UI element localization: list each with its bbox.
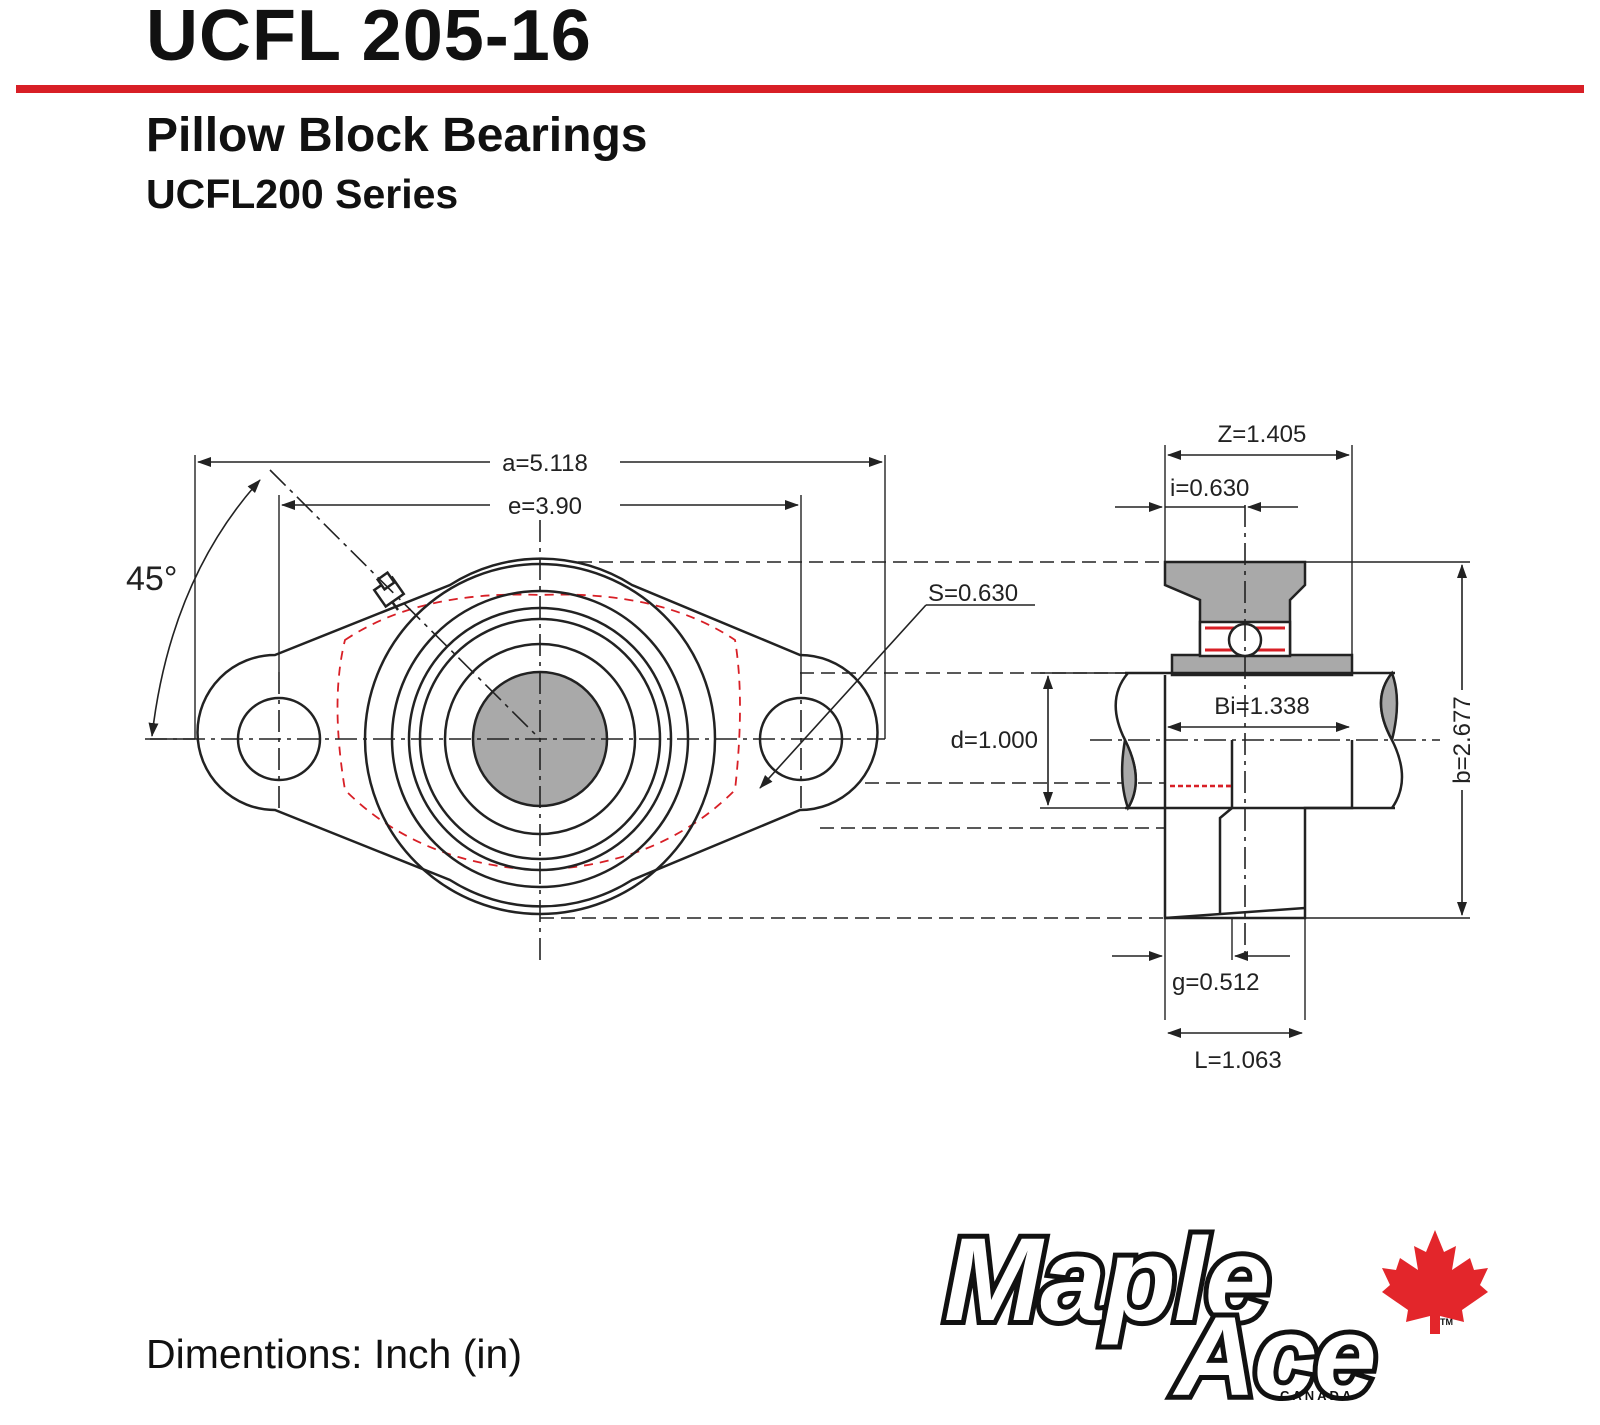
dim-g-label: g=0.512 [1172, 969, 1259, 996]
dim-d: d=1.000 [951, 672, 1165, 809]
dim-L: L=1.063 [1167, 1028, 1303, 1074]
units-note: Dimentions: Inch (in) [146, 1331, 522, 1377]
dim-Bi-label: Bi=1.338 [1214, 693, 1309, 720]
housing-top-section [1163, 560, 1354, 677]
hidden-housing-outline [336, 593, 741, 871]
dim-i-label: i=0.630 [1170, 475, 1249, 502]
dim-Bi: Bi=1.338 [1167, 693, 1350, 732]
product-series: UCFL200 Series [146, 171, 459, 217]
dim-angle: 45° [126, 479, 261, 737]
dim-e: e=3.90 [281, 493, 799, 520]
page-title: UCFL 205-16 [146, 0, 592, 76]
front-view [196, 557, 879, 916]
grease-fitting [372, 570, 406, 611]
flange-body [1163, 675, 1354, 920]
dim-S: S=0.630 [759, 580, 1035, 789]
dim-Z-label: Z=1.405 [1218, 421, 1307, 448]
flange-outline [196, 557, 879, 908]
dim-b: b=2.677 [1449, 564, 1476, 916]
logo-trademark: TM [1440, 1317, 1453, 1327]
dim-a: a=5.118 [197, 450, 883, 477]
side-extension-lines [1164, 445, 1470, 1020]
product-subtitle: Pillow Block Bearings [146, 109, 648, 162]
dim-Z: Z=1.405 [1167, 421, 1350, 460]
dim-b-label: b=2.677 [1449, 696, 1476, 783]
dim-i: i=0.630 [1115, 475, 1298, 512]
dim-d-label: d=1.000 [951, 727, 1038, 754]
logo-word-maple: Maple [944, 1214, 1268, 1346]
maple-leaf-icon [1382, 1230, 1488, 1334]
title-divider [16, 85, 1584, 93]
dim-angle-label: 45° [126, 560, 177, 598]
logo-word-ace: Ace [1172, 1294, 1374, 1419]
maple-ace-logo: Maple Ace CANADA TM [939, 1209, 1488, 1424]
dim-a-label: a=5.118 [502, 450, 588, 477]
dim-g: g=0.512 [1112, 951, 1290, 996]
dim-L-label: L=1.063 [1194, 1047, 1281, 1074]
side-centerlines [1090, 505, 1440, 960]
logo-country: CANADA [1280, 1388, 1354, 1403]
front-centerlines [145, 469, 885, 960]
dim-e-label: e=3.90 [508, 493, 582, 520]
dim-S-label: S=0.630 [928, 580, 1018, 607]
